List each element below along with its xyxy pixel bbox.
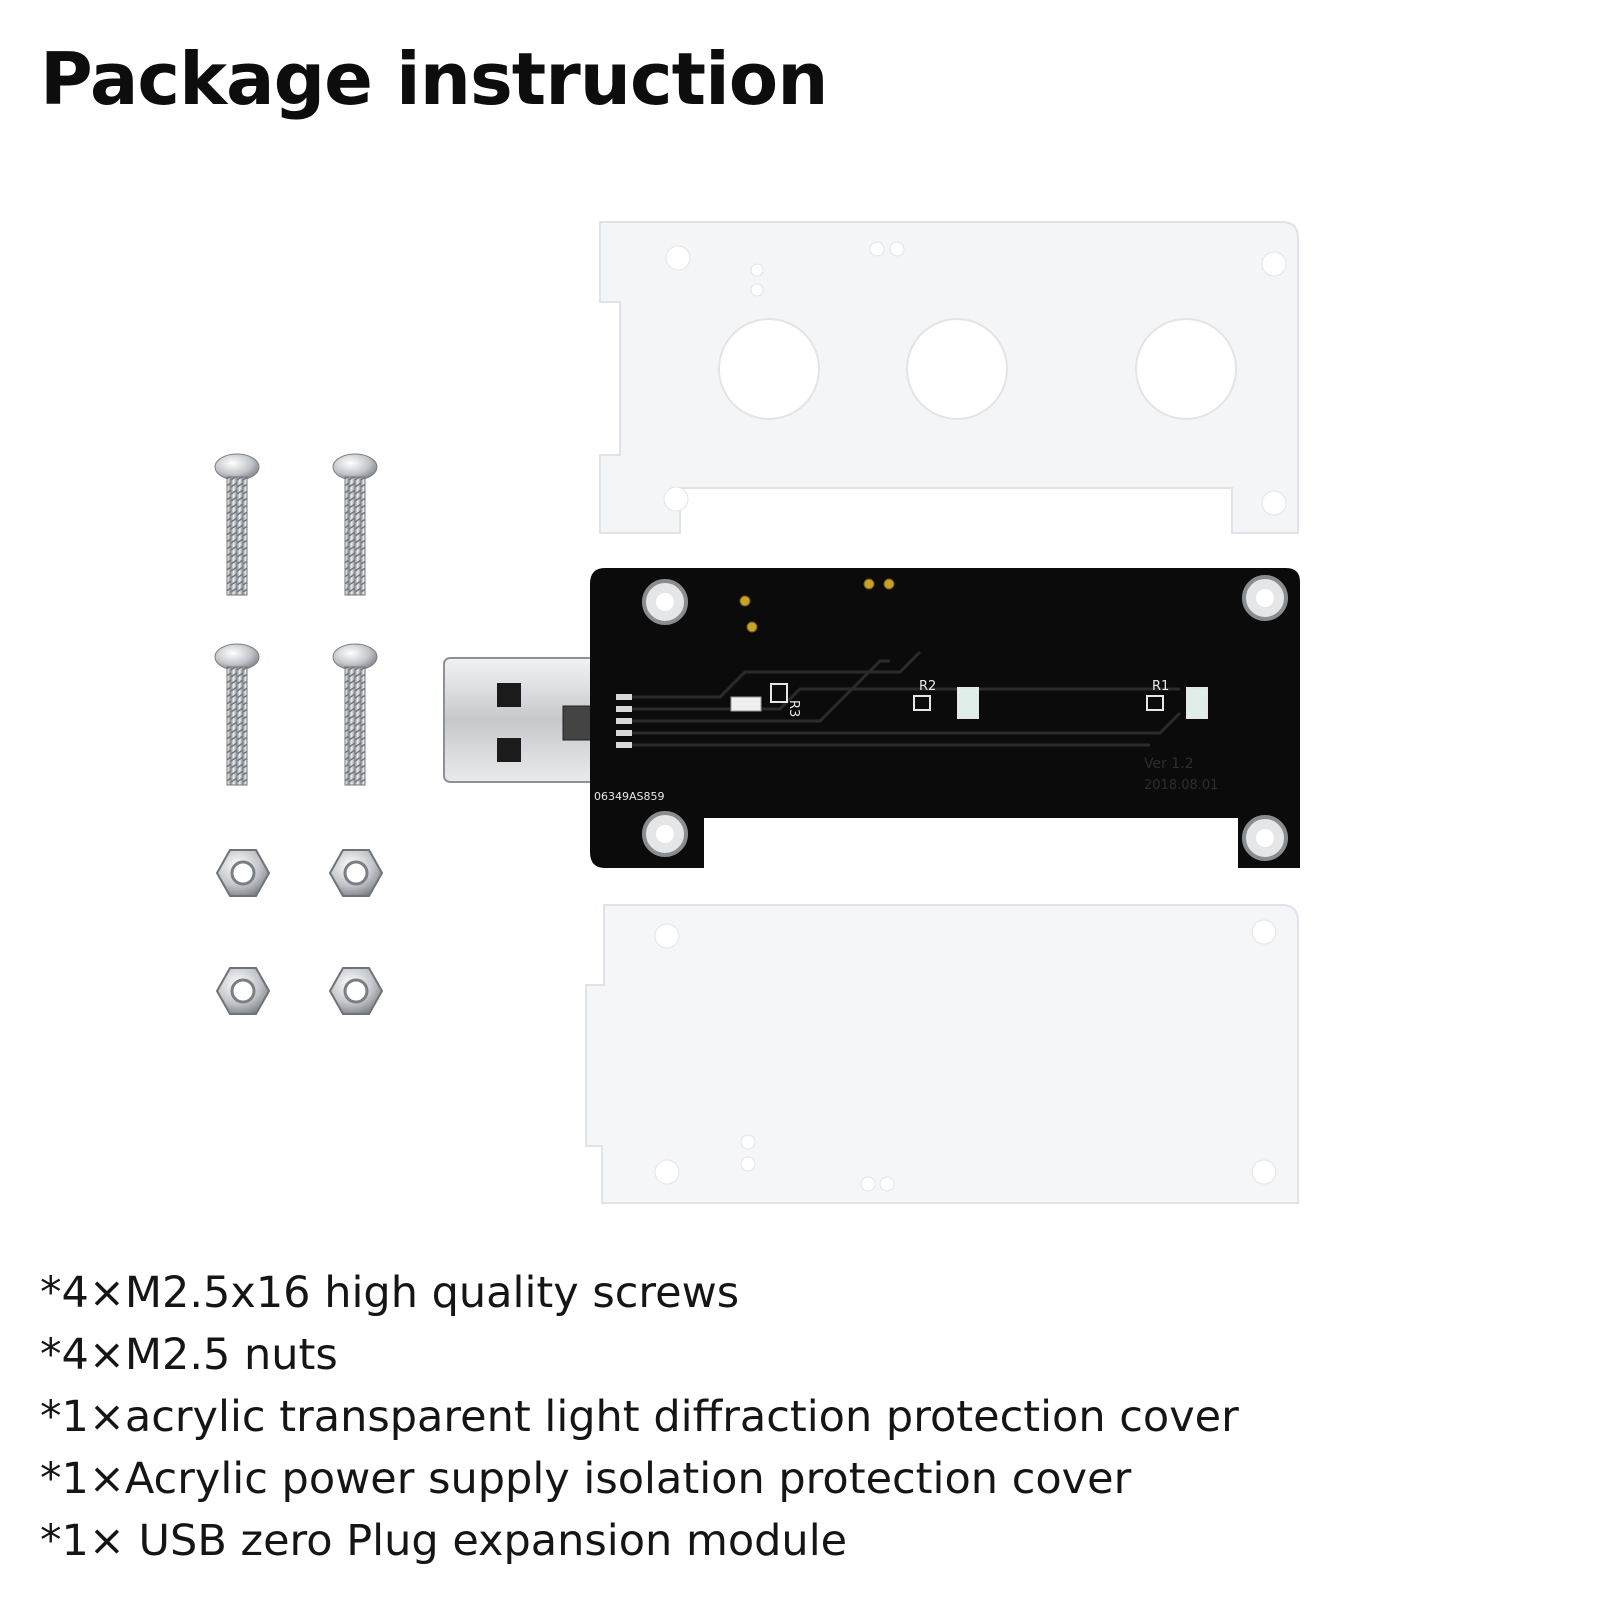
nut [215,849,271,897]
package-contents-list: *4×M2.5x16 high quality screws *4×M2.5 n… [40,1262,1239,1572]
list-item: *1×acrylic transparent light diffraction… [40,1392,1239,1442]
pcb-label-r2: R2 [919,679,936,694]
screw [214,643,260,786]
nut [328,849,384,897]
nuts [215,849,384,1015]
list-item: *4×M2.5x16 high quality screws [40,1268,740,1318]
product-photo: R3 R2 R1 06349AS859 Ver 1.2 2018.08.01 [0,200,1600,1220]
screw [332,643,378,786]
pcb-label-serial: 06349AS859 [594,790,665,803]
pcb-label-r1: R1 [1152,679,1169,694]
list-item: *1×Acrylic power supply isolation protec… [40,1454,1132,1504]
usb-connector [443,657,617,783]
light-diffraction-cover [599,221,1299,534]
screws [214,453,378,786]
list-item: *1× USB zero Plug expansion module [40,1516,848,1566]
power-supply-isolation-cover [585,904,1299,1204]
screw [332,453,378,596]
pcb-label-r3: R3 [786,700,801,717]
pcb-label-version: Ver 1.2 [1144,756,1194,772]
screw [214,453,260,596]
nut [328,967,384,1015]
list-item: *4×M2.5 nuts [40,1330,338,1380]
usb-zero-plug-module: R3 R2 R1 06349AS859 Ver 1.2 2018.08.01 [443,568,1300,868]
page-title: Package instruction [40,37,828,121]
pcb-label-date: 2018.08.01 [1144,778,1218,793]
nut [215,967,271,1015]
